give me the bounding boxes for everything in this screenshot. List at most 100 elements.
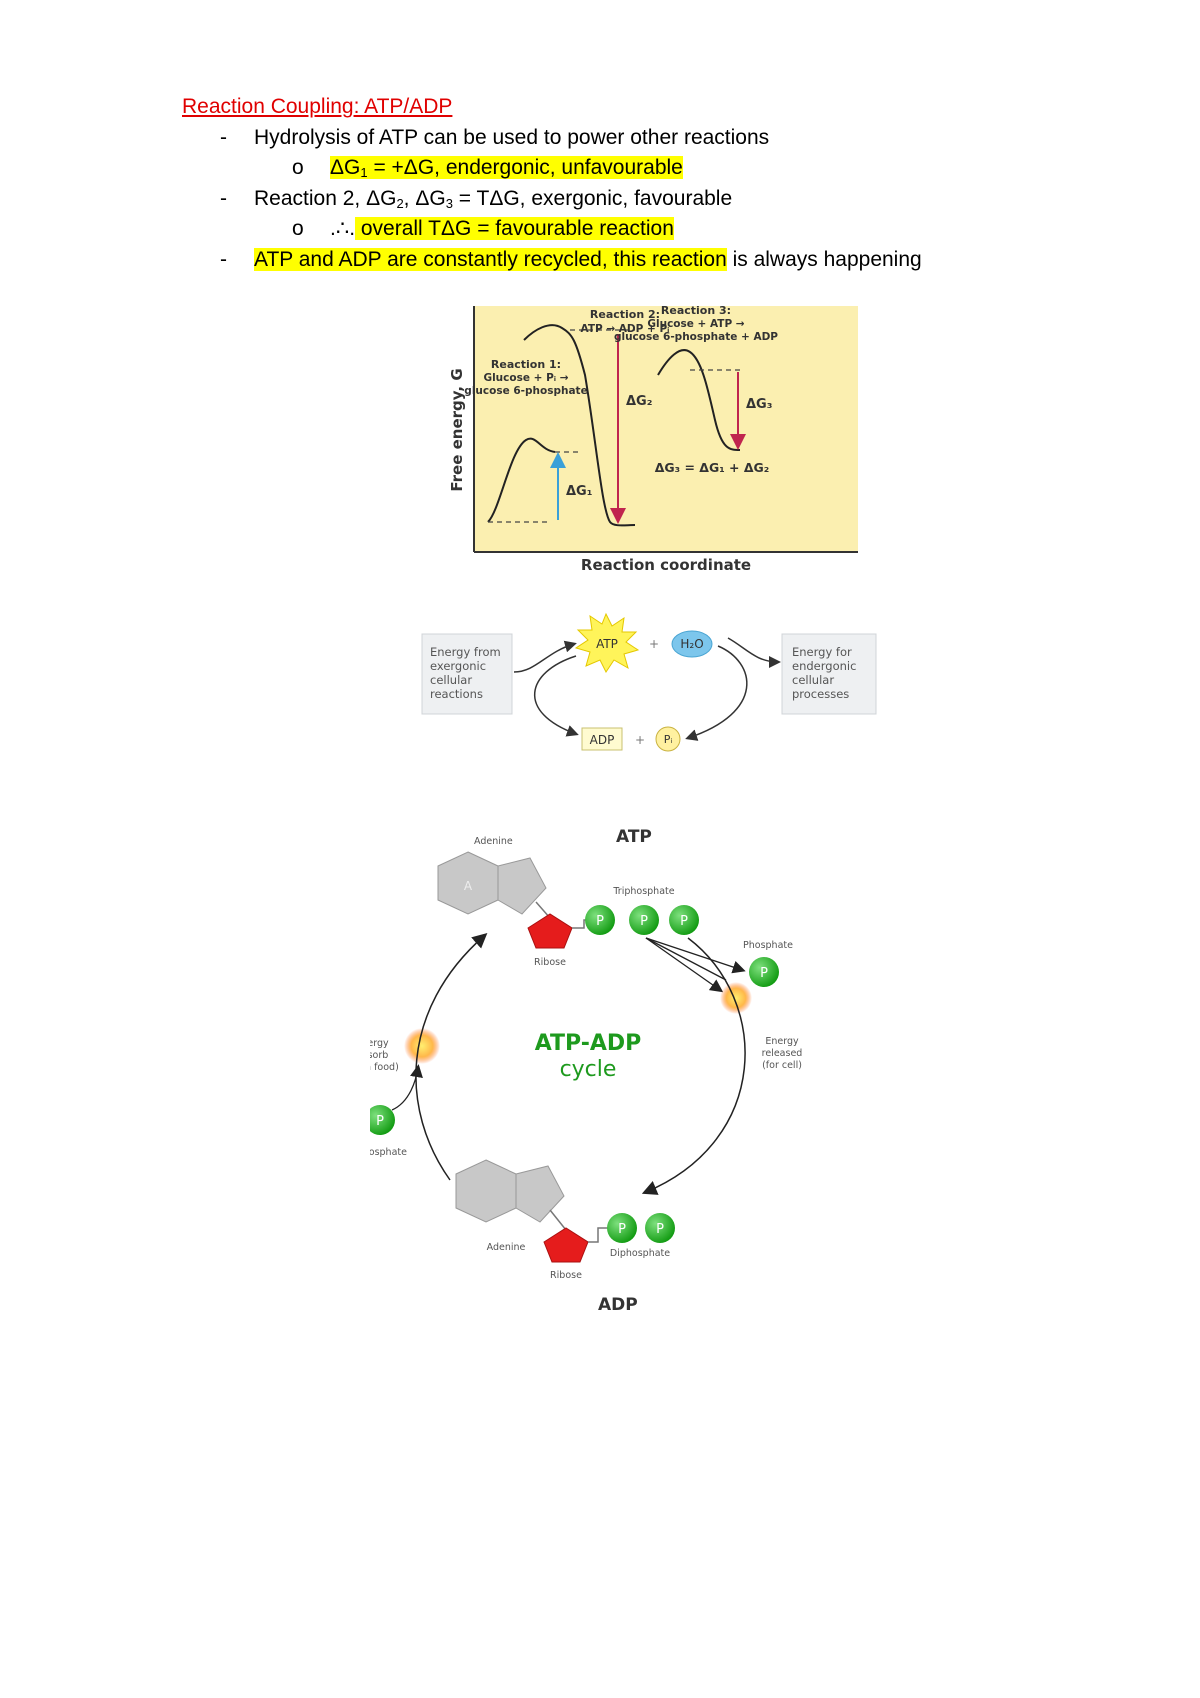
energy-from-line3: cellular: [430, 673, 472, 687]
energy-absorb-line2: absorb: [370, 1050, 388, 1061]
phosphate-ball-3: [669, 905, 699, 935]
output-arrow: [727, 637, 781, 668]
highlighted-text: ΔG1 = +ΔG, endergonic, unfavourable: [330, 156, 683, 180]
atp-title: ATP: [616, 827, 652, 847]
energy-for-line3: cellular: [792, 673, 834, 687]
energy-release-line3: (for cell): [762, 1060, 802, 1071]
energy-from-line1: Energy from: [430, 645, 501, 659]
phosphate-letter: P: [640, 914, 648, 929]
notes-heading: Reaction Coupling: ATP/ADP: [182, 92, 1082, 123]
ribose-bottom: [543, 1227, 589, 1263]
dg1-label: ΔG₁: [566, 484, 592, 499]
adenine-pentagon-top: [497, 857, 547, 915]
cycle-right-arrow: [685, 645, 748, 741]
input-arrow: [513, 640, 577, 673]
energy-for-box: [781, 633, 877, 715]
release-arrow-2: [645, 937, 724, 993]
energy-absorb-line1: Energy: [370, 1038, 389, 1049]
adenine-label-bottom: Adenine: [487, 1242, 526, 1253]
energy-from-line2: exergonic: [430, 659, 486, 673]
dg3-equation: ΔG₃ = ΔG₁ + ΔG₂: [655, 460, 770, 475]
cycle-left-arrow: [415, 933, 488, 1181]
pi-circle: [655, 726, 681, 752]
therefore-symbol: .∴.: [330, 217, 356, 240]
bullet-1: - Hydrolysis of ATP can be used to power…: [182, 123, 1082, 154]
triphosphate-label: Triphosphate: [612, 886, 674, 897]
released-phosphate-ball: [749, 957, 779, 987]
diphosphate-ball-1: [607, 1213, 637, 1243]
absorbed-phosphate-ball: [370, 1105, 395, 1135]
adp-label: ADP: [590, 733, 615, 747]
energy-release-line1: Energy: [765, 1036, 799, 1047]
adenine-hexagon-bottom: [455, 1159, 517, 1223]
energy-for-line4: processes: [792, 687, 849, 701]
sub-bullet-2: o .∴. overall TΔG = favourable reaction: [182, 214, 1082, 245]
release-arrow-1: [645, 937, 746, 974]
cycle-title-line1: ATP-ADP: [535, 1031, 642, 1056]
water-label: H₂O: [680, 637, 703, 651]
dash-marker: -: [220, 125, 227, 149]
energy-release-burst: [720, 982, 752, 1014]
bullet-text: Reaction 2, ΔG2, ΔG3 = TΔG, exergonic, f…: [254, 186, 733, 211]
phosphate-letter: P: [760, 966, 768, 981]
adp-box: [581, 727, 623, 751]
phosphate-ball-2: [629, 905, 659, 935]
dg3-label: ΔG₃: [746, 397, 772, 412]
energy-absorb-line3: (from food): [370, 1062, 399, 1073]
cycle-title-line2: cycle: [560, 1057, 617, 1082]
reaction2-title-text: Reaction 2:: [590, 308, 660, 321]
diphosphate-ball-2: [645, 1213, 675, 1243]
bond: [588, 1227, 610, 1243]
adenine-label-top: Adenine: [474, 836, 513, 847]
energy-for-line1: Energy for: [792, 645, 852, 659]
cycle-right-arrow: [641, 937, 746, 1195]
reaction1-curve: [487, 437, 556, 523]
free-energy-diagram: Free energy, G Reaction coordinate ΔG₁ R…: [448, 304, 858, 574]
bullet-3: - ATP and ADP are constantly recycled, t…: [182, 245, 1082, 276]
reaction1-title: Reaction 1:: [491, 358, 561, 371]
phosphate-label-left: Phosphate: [370, 1147, 407, 1158]
phosphate-letter: P: [680, 914, 688, 929]
reaction3-eq1: Glucose + ATP →: [647, 318, 744, 330]
energy-absorb-burst: [404, 1028, 440, 1064]
energy-from-line4: reactions: [430, 687, 483, 701]
o-marker: o: [292, 156, 304, 179]
reaction2-curve: [523, 324, 636, 527]
plus-sign-2: +: [635, 733, 645, 747]
bond: [549, 1209, 567, 1231]
phosphate-letter: P: [618, 1222, 626, 1237]
phosphate-ball-1: [585, 905, 615, 935]
adenine-pentagon-bottom: [515, 1165, 565, 1223]
dg2-label: ΔG₂: [626, 394, 652, 409]
ribose-label-top: Ribose: [534, 957, 566, 968]
reaction2-eq: ATP → ADP + Pᵢ: [581, 323, 670, 335]
ribose-top: [527, 913, 573, 949]
diphosphate-label: Diphosphate: [610, 1248, 670, 1259]
o-marker: o: [292, 217, 304, 240]
plot-background: [474, 306, 858, 552]
release-arrow-3: [645, 937, 727, 981]
y-axis-label: Free energy, G: [448, 368, 466, 491]
section-heading: Reaction Coupling: ATP/ADP: [182, 95, 453, 118]
water-molecule: [671, 630, 713, 658]
phosphate-letter: P: [376, 1114, 384, 1129]
energy-from-box: [421, 633, 513, 715]
adenine-letter: A: [464, 879, 473, 893]
absorb-arrow: [391, 1064, 423, 1111]
reaction3-eq2: glucose 6-phosphate + ADP: [614, 331, 778, 343]
atp-starburst: [574, 612, 640, 673]
plus-sign: +: [649, 637, 659, 651]
bullet-text: Hydrolysis of ATP can be used to power o…: [254, 125, 770, 149]
reaction1-eq2: glucose 6-phosphate: [464, 385, 587, 397]
adp-title: ADP: [598, 1295, 638, 1310]
sub-bullet-1: o ΔG1 = +ΔG, endergonic, unfavourable: [182, 153, 1082, 184]
energy-release-line2: released: [762, 1048, 803, 1059]
highlighted-text: overall TΔG = favourable reaction: [355, 217, 674, 240]
x-axis-label: Reaction coordinate: [581, 556, 751, 574]
phosphate-letter: P: [596, 914, 604, 929]
atp-energy-cycle: Energy from exergonic cellular reactions…: [421, 612, 877, 752]
atp-adp-cycle-diagram: ATP ADP Adenine A Ribose Triphosphate P …: [370, 827, 803, 1310]
bullet-2: - Reaction 2, ΔG2, ΔG3 = TΔG, exergonic,…: [182, 184, 1082, 215]
atp-label: ATP: [596, 637, 618, 651]
phosphate-label-right: Phosphate: [743, 940, 793, 951]
